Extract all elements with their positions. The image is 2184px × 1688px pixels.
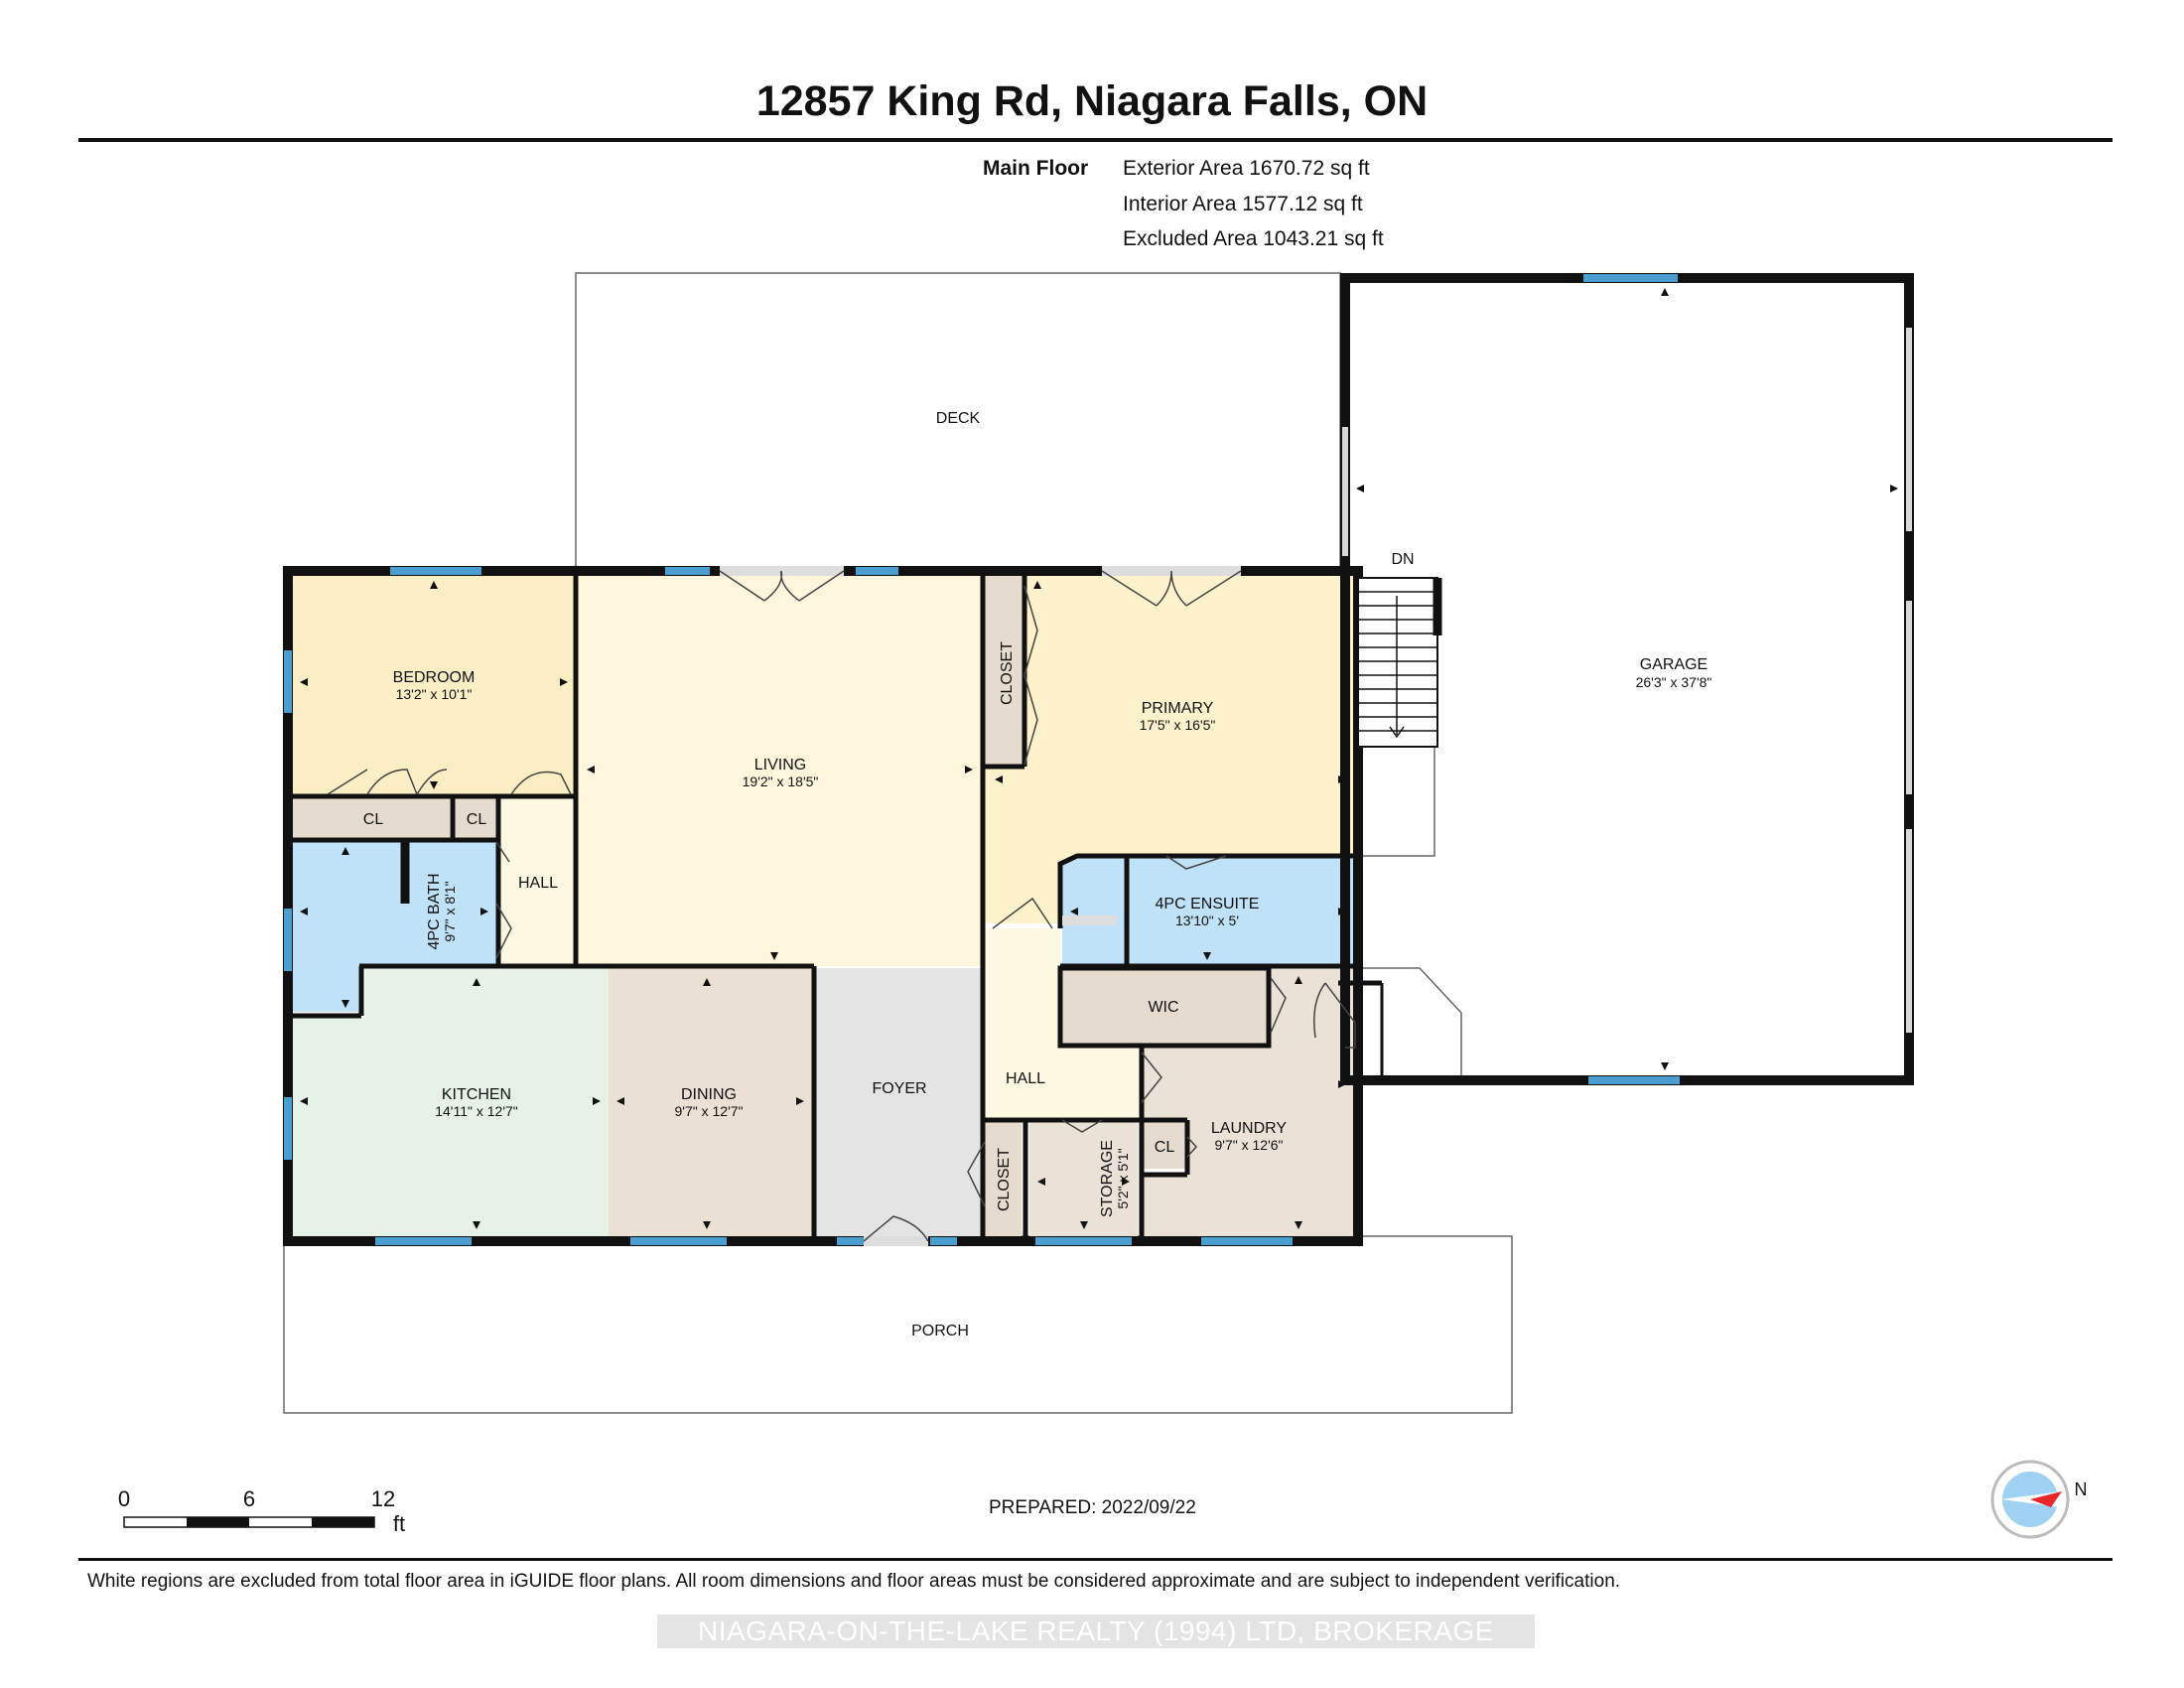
garage-entry-outline <box>1360 967 1462 1077</box>
cl-bedroom-fill <box>293 798 450 838</box>
hall-right-fill <box>985 928 1140 1118</box>
label-ensuite: 4PC ENSUITE <box>1156 896 1260 913</box>
label-primary: PRIMARY <box>1142 700 1214 717</box>
foyer-fill <box>816 968 981 1236</box>
interior-area: Interior Area 1577.12 sq ft <box>1123 193 1363 215</box>
label-wic: WIC <box>1148 999 1178 1016</box>
room-labels: DECK GARAGE 26'3" x 37'8" DN BEDROOM 13'… <box>363 410 1712 1339</box>
ensuite-fill <box>1062 856 1354 964</box>
label-cl-bedroom: CL <box>363 811 384 828</box>
wic-fill <box>1062 968 1267 1044</box>
prepared-date: PREPARED: 2022/09/22 <box>989 1497 1196 1518</box>
dims-garage: 26'3" x 37'8" <box>1636 674 1712 690</box>
label-hall-left: HALL <box>518 875 558 892</box>
deck-outline <box>575 272 1341 572</box>
stair-landing-outline <box>1360 745 1435 857</box>
label-living: LIVING <box>754 757 806 774</box>
door-swings <box>327 566 1384 1246</box>
cl-laundry-fill <box>1144 1122 1185 1169</box>
dims-primary: 17'5" x 16'5" <box>1140 717 1216 733</box>
label-closet-foyer: CLOSET <box>996 1148 1013 1211</box>
interior-walls <box>288 571 1361 1241</box>
dimension-markers <box>300 288 1898 1229</box>
label-laundry: LAUNDRY <box>1211 1120 1288 1137</box>
footer-rule <box>78 1558 2113 1561</box>
windows <box>284 274 1680 1245</box>
scale-tick-0: 0 <box>118 1486 130 1511</box>
compass-north-label: N <box>2075 1479 2088 1499</box>
floor-name: Main Floor <box>983 157 1089 180</box>
compass-icon: N <box>1990 1460 2088 1539</box>
label-dining: DINING <box>681 1086 737 1103</box>
dims-ensuite: 13'10" x 5' <box>1175 913 1239 928</box>
label-garage: GARAGE <box>1640 656 1707 673</box>
label-foyer: FOYER <box>872 1080 926 1097</box>
garage-side-openings <box>1342 328 1912 1033</box>
laundry-fill <box>1144 968 1354 1236</box>
porch-outline <box>283 1235 1513 1414</box>
label-cl-laundry: CL <box>1155 1139 1175 1156</box>
dims-kitchen: 14'11" x 12'7" <box>435 1103 518 1119</box>
dims-laundry: 9'7" x 12'6" <box>1215 1137 1284 1153</box>
kitchen-fill <box>293 968 609 1236</box>
label-closet-primary: CLOSET <box>999 641 1016 705</box>
storage-fill <box>1029 1122 1138 1236</box>
cl-hall-fill <box>455 798 496 838</box>
closet-primary-fill <box>985 576 1023 765</box>
label-porch: PORCH <box>911 1323 969 1339</box>
bedroom-fill <box>293 576 574 794</box>
dims-bedroom: 13'2" x 10'1" <box>396 686 473 702</box>
scale-bar: 0 6 12 ft <box>118 1486 405 1536</box>
exterior-area: Exterior Area 1670.72 sq ft <box>1123 157 1370 180</box>
bath-fill <box>293 842 496 1012</box>
label-cl-hall: CL <box>467 811 487 828</box>
brokerage-watermark: NIAGARA-ON-THE-LAKE REALTY (1994) LTD, B… <box>657 1615 1535 1648</box>
hall-left-fill <box>496 798 574 964</box>
label-kitchen: KITCHEN <box>442 1086 511 1103</box>
label-stairs: DN <box>1391 551 1414 568</box>
header-rule <box>78 138 2113 142</box>
label-deck: DECK <box>936 410 981 427</box>
dims-dining: 9'7" x 12'7" <box>675 1103 744 1119</box>
excluded-area: Excluded Area 1043.21 sq ft <box>1123 227 1384 250</box>
scale-unit: ft <box>393 1511 405 1536</box>
closet-foyer-fill <box>985 1122 1022 1236</box>
scale-tick-6: 6 <box>243 1486 255 1511</box>
primary-fill <box>985 576 1354 923</box>
scale-tick-12: 12 <box>371 1486 395 1511</box>
stairs <box>1357 577 1442 748</box>
dims-living: 19'2" x 18'5" <box>743 774 819 789</box>
dims-bath: 9'7" x 8'1" <box>442 881 458 941</box>
footnote: White regions are excluded from total fl… <box>87 1571 1621 1592</box>
label-bedroom: BEDROOM <box>393 669 476 686</box>
label-storage: STORAGE <box>1099 1140 1116 1217</box>
dining-fill <box>609 968 812 1236</box>
page-title: 12857 King Rd, Niagara Falls, ON <box>755 77 1429 125</box>
label-hall-right: HALL <box>1006 1070 1045 1087</box>
label-bath: 4PC BATH <box>426 873 443 949</box>
dims-storage: 5'2" x 5'1" <box>1115 1148 1131 1208</box>
living-fill <box>578 576 981 966</box>
